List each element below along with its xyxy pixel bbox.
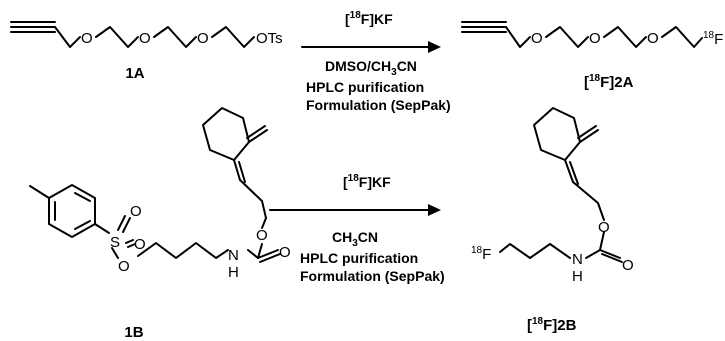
atom-fluorine-18: 18F — [471, 245, 491, 263]
atom-o: O — [279, 244, 291, 261]
atom-o: O — [622, 257, 634, 274]
atom-o: O — [589, 30, 601, 47]
atom-o: O — [134, 236, 146, 253]
reaction1-step-hplc: HPLC purification — [306, 79, 424, 95]
reaction1-reagent: [18F]KF — [345, 10, 393, 27]
atom-o: O — [647, 30, 659, 47]
product-2a-structure: O O O 18F — [461, 21, 723, 48]
reactant-1b-structure — [29, 107, 281, 263]
atom-o: O — [139, 30, 151, 47]
product-2a-label: [18F]2A — [584, 73, 634, 91]
reaction1-solvent: DMSO/CH3CN — [325, 58, 417, 78]
iso-superscript: 18 — [350, 10, 362, 21]
reactant-1a-label: 1A — [125, 65, 144, 82]
atom-n: N — [228, 247, 239, 264]
reaction2-step-formulation: Formulation (SepPak) — [300, 268, 445, 284]
reaction2-reagent: [18F]KF — [343, 173, 391, 190]
reactant-1a-structure: O O O OTs — [10, 21, 283, 48]
atom-o: O — [598, 219, 610, 236]
atom-o: O — [256, 227, 268, 244]
atom-fluorine-18: 18F — [703, 30, 723, 48]
reaction2-solvent: CH3CN — [332, 229, 378, 249]
product-2b-structure — [499, 107, 623, 263]
atom-s: S — [110, 234, 120, 251]
atom-ots: OTs — [256, 30, 283, 47]
reaction1-step-formulation: Formulation (SepPak) — [306, 97, 451, 113]
reaction-arrow-1 — [301, 41, 441, 53]
atom-o: O — [197, 30, 209, 47]
atom-o: O — [118, 258, 130, 275]
reactant-1b-label: 1B — [124, 324, 143, 341]
atom-o: O — [531, 30, 543, 47]
atom-h: H — [228, 264, 239, 281]
atom-n: N — [572, 251, 583, 268]
atom-h: H — [572, 268, 583, 285]
atom-o: O — [81, 30, 93, 47]
product-2b-label: [18F]2B — [527, 316, 577, 334]
reaction-arrow-2 — [269, 204, 441, 216]
reaction2-step-hplc: HPLC purification — [300, 250, 418, 266]
atom-o: O — [130, 203, 142, 220]
